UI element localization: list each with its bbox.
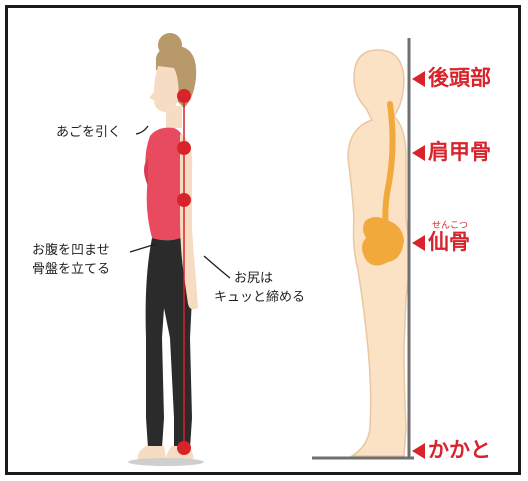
left-triangle-icon: [412, 235, 425, 251]
sacrum-marker: 仙骨: [412, 230, 470, 254]
ear-point-marker: [177, 89, 191, 103]
heel-marker: かかと: [412, 438, 491, 462]
occiput-marker: 後頭部: [412, 66, 491, 90]
scapula-marker: 肩甲骨: [412, 140, 491, 164]
sacrum-reading: せんこつ: [432, 221, 469, 231]
left-triangle-icon: [412, 71, 425, 87]
ankle-point-marker: [177, 441, 191, 455]
scapula-label: 肩甲骨: [428, 140, 491, 164]
chin-callout-line: [135, 125, 149, 135]
hip-point-marker: [177, 193, 191, 207]
belly-label-line2: 骨盤を立てる: [32, 262, 111, 277]
occiput-label: 後頭部: [428, 66, 491, 90]
hips-callout-line: [203, 255, 231, 279]
sacrum-label: 仙骨: [428, 230, 470, 254]
heel-label: かかと: [428, 438, 491, 462]
left-triangle-icon: [412, 443, 425, 459]
left-triangle-icon: [412, 145, 425, 161]
hips-label-line2: キュッと締める: [214, 290, 306, 305]
shoulder-point-marker: [177, 141, 191, 155]
hips-label-line1: お尻は: [234, 271, 274, 286]
belly-label-line1: お腹を凹ませ: [32, 243, 110, 258]
body-silhouette: [312, 38, 414, 460]
chin-label: あごを引く: [56, 125, 122, 140]
posture-illustration: [128, 33, 414, 466]
woman-figure: [128, 33, 204, 466]
illustration-frame: あごを引く お腹を凹ませ 骨盤を立てる お尻は キュッと締める 後頭部 肩甲骨 …: [5, 5, 521, 475]
belly-callout-line: [129, 243, 157, 253]
